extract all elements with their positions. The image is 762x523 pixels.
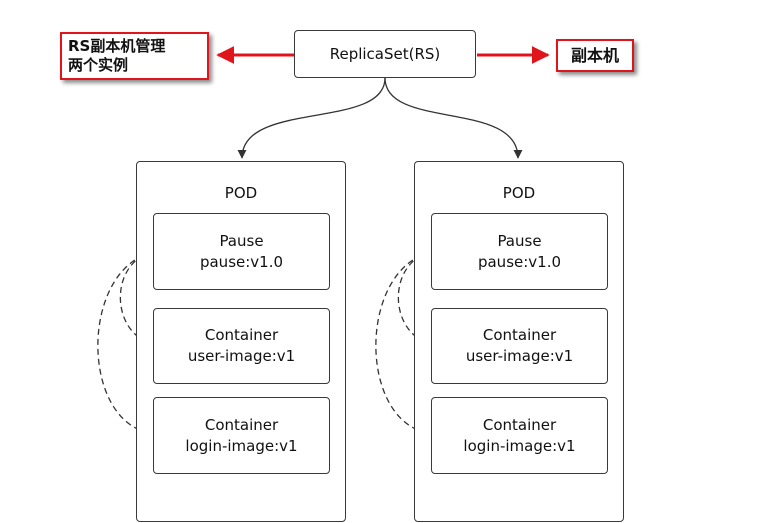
container-name: Container [204, 326, 279, 344]
replicaset-node: ReplicaSet(RS) [294, 30, 476, 78]
container-name: Container [482, 415, 557, 434]
pod-title: POD [224, 184, 258, 202]
arrow-rs-to-pod-left [237, 77, 386, 159]
container-name: Container [482, 326, 557, 344]
container-image: pause:v1.0 [477, 252, 562, 271]
user-container: Container user-image:v1 [153, 308, 330, 384]
container-image: user-image:v1 [187, 347, 296, 365]
annotation-line-2: 两个实例 [68, 56, 129, 74]
container-name: Container [204, 415, 279, 434]
annotation-replica: 副本机 [556, 39, 634, 72]
login-container: Container login-image:v1 [431, 397, 608, 474]
user-container: Container user-image:v1 [431, 308, 608, 384]
pod-title: POD [502, 184, 536, 202]
container-image: login-image:v1 [463, 436, 576, 455]
annotation-line-1: RS副本机管理 [68, 37, 166, 55]
container-name: Pause [497, 231, 542, 250]
pod-left: POD Pause pause:v1.0 Container user-imag… [136, 161, 346, 522]
replicaset-label: ReplicaSet(RS) [329, 45, 441, 63]
annotation-rs-manages-two-instances: RS副本机管理 两个实例 [60, 32, 209, 80]
container-name: Pause [219, 231, 264, 250]
container-image: pause:v1.0 [199, 252, 284, 271]
container-image: login-image:v1 [185, 436, 298, 455]
annotation-replica-label: 副本机 [570, 46, 619, 65]
login-container: Container login-image:v1 [153, 397, 330, 474]
arrow-rs-to-pod-right [384, 77, 523, 159]
pause-container: Pause pause:v1.0 [431, 213, 608, 290]
pod-right: POD Pause pause:v1.0 Container user-imag… [414, 161, 624, 522]
container-image: user-image:v1 [465, 347, 574, 365]
pause-container: Pause pause:v1.0 [153, 213, 330, 290]
